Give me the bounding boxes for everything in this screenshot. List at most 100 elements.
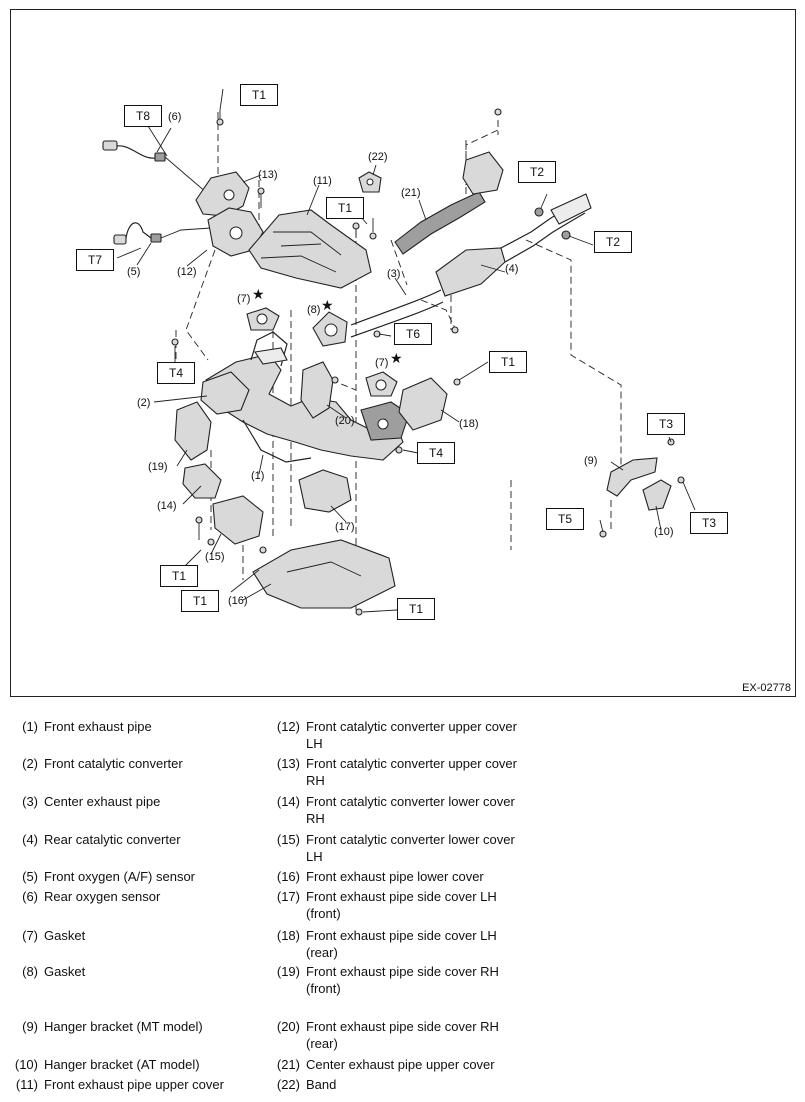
legend-item: (8) Gasket <box>2 963 262 997</box>
legend-number: (8) <box>22 964 38 979</box>
legend-item: (16) Front exhaust pipe lower cover <box>264 868 529 886</box>
legend-text: Front catalytic converter upper cover RH <box>306 756 517 788</box>
exploded-diagram: T1 T8 T7 T1 T2 T2 T6 T1 T4 T4 T3 T3 T5 T… <box>10 9 796 697</box>
gaskets <box>246 307 398 397</box>
center-exhaust-pipe <box>350 289 444 338</box>
torque-label-t3-lower: T3 <box>690 512 728 534</box>
legend-number: (17) <box>276 889 300 904</box>
legend-text: Center exhaust pipe upper cover <box>306 1057 495 1072</box>
callout-19: (19) <box>148 461 168 473</box>
front-exhaust-pipe-upper-cover <box>248 209 372 289</box>
legend-item: (1) Front exhaust pipe <box>2 718 262 752</box>
legend-number: (6) <box>22 889 38 904</box>
legend-number: (10) <box>14 1057 38 1072</box>
torque-label-t1-cover: T1 <box>326 197 364 219</box>
front-cat-lower-cover-rh <box>182 463 222 499</box>
rear-catalytic-converter <box>435 193 592 297</box>
legend-text: Gasket <box>44 928 86 943</box>
legend-text: Front catalytic converter lower cover LH <box>306 832 515 864</box>
callout-4: (4) <box>505 263 519 275</box>
star-icon: ★ <box>390 350 403 366</box>
legend-text: Front exhaust pipe side cover LH (front) <box>306 889 497 921</box>
callout-13: (13) <box>258 169 278 181</box>
legend-item: (7) Gasket <box>2 927 262 961</box>
legend-number: (18) <box>276 928 300 943</box>
legend-item: (12) Front catalytic converter upper cov… <box>264 718 529 752</box>
legend-text: Front exhaust pipe upper cover <box>44 1077 224 1092</box>
star-icon: ★ <box>252 286 265 302</box>
legend-text: Rear catalytic converter <box>44 832 181 847</box>
legend-number: (1) <box>22 719 38 734</box>
torque-label-t3-upper: T3 <box>647 413 685 435</box>
legend-item: (10) Hanger bracket (AT model) <box>2 1056 262 1074</box>
front-exhaust-pipe-side-cover-rh-rear <box>300 361 334 419</box>
callout-7-upper: (7) <box>237 293 251 305</box>
legend-item: (15) Front catalytic converter lower cov… <box>264 831 529 865</box>
legend-text: Front exhaust pipe lower cover <box>306 869 484 884</box>
callout-10: (10) <box>654 526 674 538</box>
callout-12: (12) <box>177 266 197 278</box>
legend-number: (20) <box>276 1019 300 1034</box>
torque-label-t1-right: T1 <box>489 351 527 373</box>
legend-text: Front catalytic converter lower cover RH <box>306 794 515 826</box>
legend-number: (12) <box>276 719 300 734</box>
front-catalytic-converter <box>200 371 250 415</box>
callout-20: (20) <box>335 415 355 427</box>
callout-17: (17) <box>335 521 355 533</box>
torque-label-t4-right: T4 <box>417 442 455 464</box>
legend-number: (21) <box>276 1057 300 1072</box>
torque-label-t5: T5 <box>546 508 584 530</box>
legend-text: Front catalytic converter upper cover LH <box>306 719 517 751</box>
legend-number: (13) <box>276 756 300 771</box>
legend-text: Hanger bracket (MT model) <box>44 1019 203 1034</box>
torque-label-t1-lower-left: T1 <box>160 565 198 587</box>
band <box>358 171 382 193</box>
torque-label-t7: T7 <box>76 249 114 271</box>
legend-item: (9) Hanger bracket (MT model) <box>2 1018 262 1052</box>
legend-number: (22) <box>276 1077 300 1092</box>
callout-18: (18) <box>459 418 479 430</box>
center-exhaust-pipe-upper-cover <box>394 151 504 255</box>
legend-number: (7) <box>22 928 38 943</box>
legend-number: (2) <box>22 756 38 771</box>
legend-text: Center exhaust pipe <box>44 794 161 809</box>
legend-item: (17) Front exhaust pipe side cover LH (f… <box>264 888 529 922</box>
callout-9: (9) <box>584 455 598 467</box>
torque-label-t2-upper: T2 <box>518 161 556 183</box>
figure-code: EX-02778 <box>742 682 791 694</box>
callout-21: (21) <box>401 187 421 199</box>
legend-number: (11) <box>15 1077 38 1092</box>
legend-item: (19) Front exhaust pipe side cover RH (f… <box>264 963 529 997</box>
legend-item: (11) Front exhaust pipe upper cover <box>2 1076 262 1094</box>
callout-8: (8) <box>307 304 321 316</box>
legend-text: Front exhaust pipe side cover LH (rear) <box>306 928 497 960</box>
legend-number: (15) <box>276 832 300 847</box>
torque-label-t2-lower: T2 <box>594 231 632 253</box>
front-cat-upper-cover-rh <box>195 171 250 217</box>
legend-number: (4) <box>22 832 38 847</box>
diagram-drawing <box>102 88 696 616</box>
legend-number: (3) <box>22 794 38 809</box>
legend-text: Band <box>306 1077 337 1092</box>
legend-number: (5) <box>22 869 38 884</box>
callout-16: (16) <box>228 595 248 607</box>
leader-lines <box>116 88 696 613</box>
torque-label-t8: T8 <box>124 105 162 127</box>
legend-item: (6) Rear oxygen sensor <box>2 888 262 922</box>
legend-item: (4) Rear catalytic converter <box>2 831 262 865</box>
legend-text: Front oxygen (A/F) sensor <box>44 869 195 884</box>
legend-text: Gasket <box>44 964 86 979</box>
legend-number: (16) <box>276 869 300 884</box>
legend-text: Hanger bracket (AT model) <box>44 1057 200 1072</box>
front-cat-lower-cover-lh <box>212 495 264 545</box>
torque-label-t4-left: T4 <box>157 362 195 384</box>
callout-7-lower: (7) <box>375 357 389 369</box>
callout-15: (15) <box>205 551 225 563</box>
fasteners <box>171 108 685 616</box>
legend-text: Front exhaust pipe side cover RH (front) <box>306 964 499 996</box>
legend-number: (19) <box>276 964 300 979</box>
legend-item: (5) Front oxygen (A/F) sensor <box>2 868 262 886</box>
callout-3: (3) <box>387 268 401 280</box>
legend-item: (20) Front exhaust pipe side cover RH (r… <box>264 1018 529 1052</box>
front-exhaust-pipe-side-cover-rh-front <box>174 401 212 461</box>
